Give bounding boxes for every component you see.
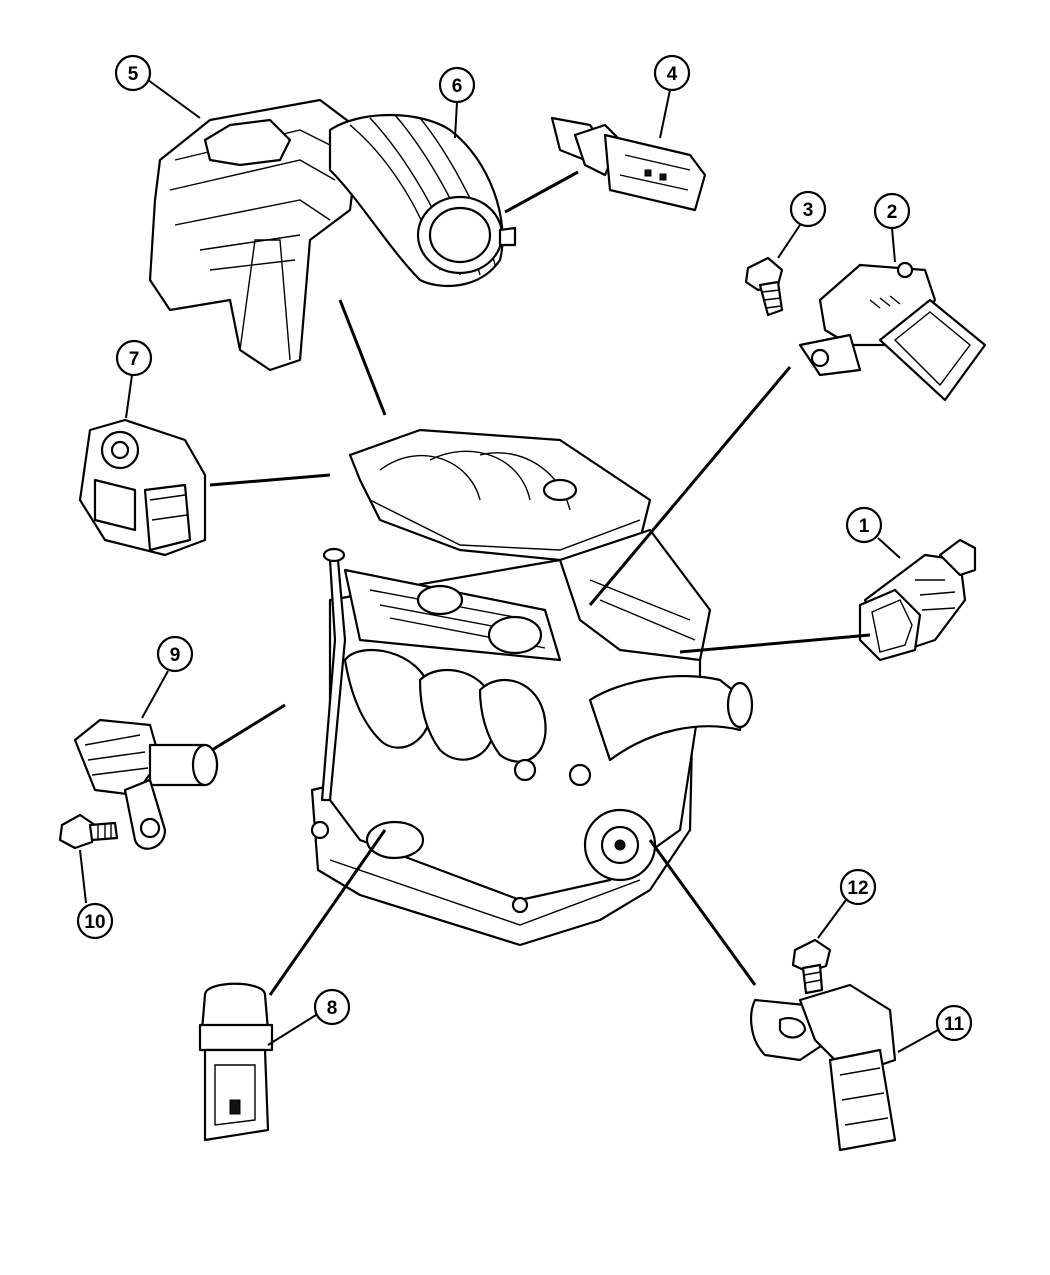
svg-text:8: 8 xyxy=(327,998,338,1019)
svg-text:4: 4 xyxy=(667,64,678,85)
svg-text:11: 11 xyxy=(944,1014,965,1035)
svg-text:5: 5 xyxy=(128,64,139,85)
callout-5: 5 xyxy=(114,54,201,119)
sensor-1 xyxy=(858,538,977,662)
callout-12: 12 xyxy=(817,868,877,939)
callout-8: 8 xyxy=(267,988,351,1046)
svg-text:7: 7 xyxy=(129,349,140,370)
svg-text:1: 1 xyxy=(859,516,870,537)
callout-6: 6 xyxy=(438,66,476,139)
callout-1: 1 xyxy=(845,506,901,559)
svg-text:2: 2 xyxy=(887,202,898,223)
air-cleaner-housing xyxy=(148,98,362,372)
callout-9: 9 xyxy=(141,635,194,719)
bolt-3 xyxy=(744,256,784,317)
callout-4: 4 xyxy=(653,54,691,139)
sensor-4 xyxy=(550,116,707,212)
sensor-11 xyxy=(750,983,897,1152)
callout-7: 7 xyxy=(115,339,153,419)
callout-3: 3 xyxy=(777,190,827,259)
svg-text:12: 12 xyxy=(847,878,868,899)
sensor-8 xyxy=(198,982,274,1142)
sensor-7 xyxy=(78,418,207,557)
svg-text:6: 6 xyxy=(452,76,463,97)
svg-text:10: 10 xyxy=(84,912,105,933)
engine-assembly xyxy=(310,428,754,947)
bolt-12 xyxy=(791,938,832,995)
svg-text:3: 3 xyxy=(803,200,814,221)
sensor-2 xyxy=(798,261,987,402)
callout-10: 10 xyxy=(76,849,114,940)
air-intake-duct xyxy=(328,113,517,288)
callout-2: 2 xyxy=(873,192,911,263)
svg-text:9: 9 xyxy=(170,645,181,666)
sensor-9 xyxy=(73,718,219,850)
callout-11: 11 xyxy=(897,1004,973,1053)
leader-lines xyxy=(209,170,871,996)
bolt-10 xyxy=(58,813,119,850)
